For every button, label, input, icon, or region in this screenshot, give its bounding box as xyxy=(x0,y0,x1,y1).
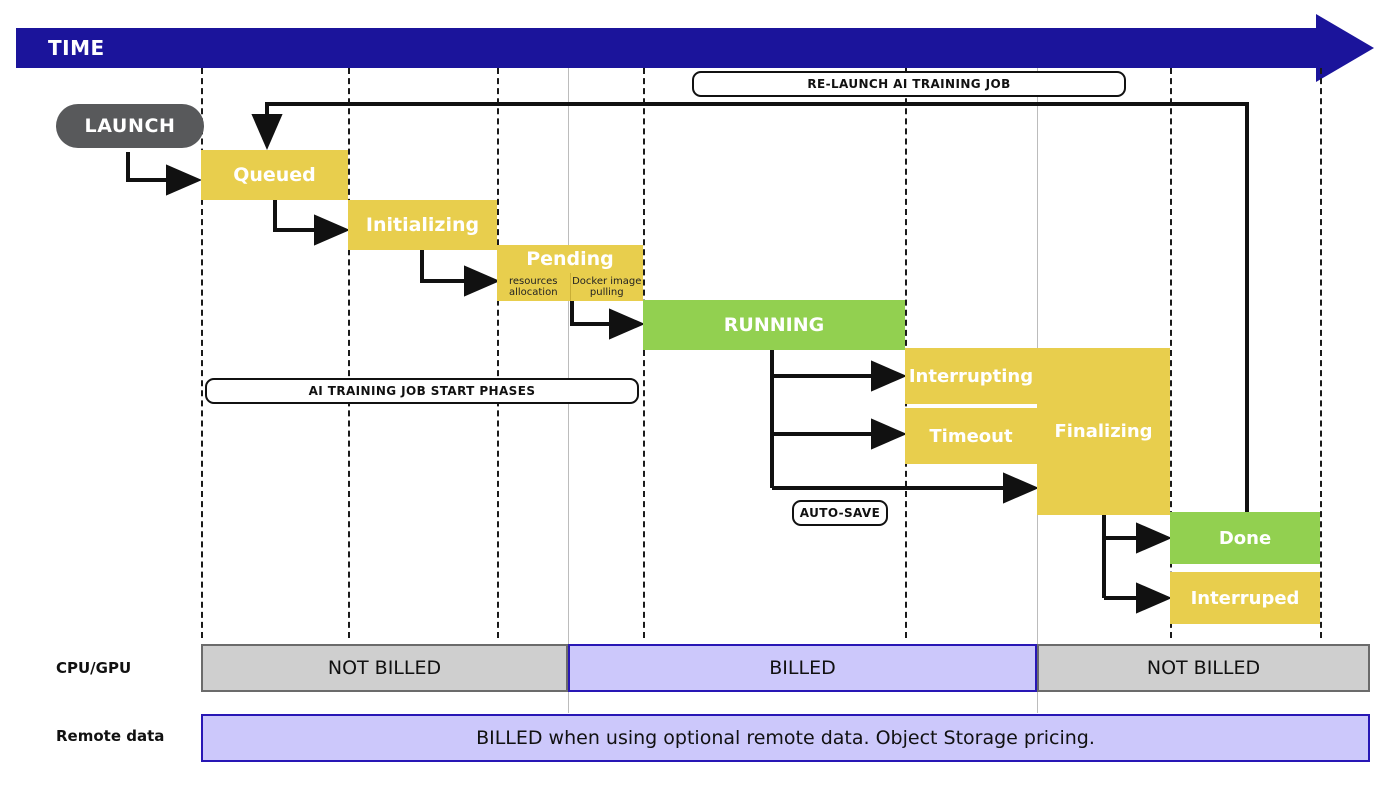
billing-row-label-cpu-gpu: CPU/GPU xyxy=(56,659,132,677)
state-box-finalizing[interactable]: Finalizing xyxy=(1037,348,1170,515)
time-axis-label: TIME xyxy=(48,36,105,60)
time-axis-bar xyxy=(16,28,1316,68)
pending-substep-docker: Docker image pulling xyxy=(570,273,643,301)
billing-row-label-remote-data: Remote data xyxy=(56,727,165,745)
gridline-3 xyxy=(497,68,499,638)
billing-segment-cpu-not-billed-1: NOT BILLED xyxy=(201,644,568,692)
callout-start-phases-label: AI TRAINING JOB START PHASES xyxy=(308,384,536,398)
pending-substeps: resources allocation Docker image pullin… xyxy=(497,273,643,301)
billing-segment-cpu-not-billed-2: NOT BILLED xyxy=(1037,644,1370,692)
billing-segment-text: NOT BILLED xyxy=(327,657,442,679)
state-box-done[interactable]: Done xyxy=(1170,512,1320,564)
billing-segment-remote-billed: BILLED when using optional remote data. … xyxy=(201,714,1370,762)
callout-autosave[interactable]: AUTO-SAVE xyxy=(792,500,888,526)
billing-segment-text: NOT BILLED xyxy=(1146,657,1261,679)
state-box-timeout[interactable]: Timeout xyxy=(905,408,1037,464)
billing-segment-text: BILLED xyxy=(769,657,836,679)
pending-substep-resources: resources allocation xyxy=(497,273,571,301)
gridline-1 xyxy=(201,68,203,638)
time-axis-arrowhead xyxy=(1316,14,1374,82)
billing-segment-cpu-billed: BILLED xyxy=(568,644,1037,692)
state-box-initializing[interactable]: Initializing xyxy=(348,200,497,250)
callout-relaunch-label: RE-LAUNCH AI TRAINING JOB xyxy=(807,77,1011,91)
launch-node[interactable]: LAUNCH xyxy=(56,104,204,148)
state-label-queued: Queued xyxy=(233,164,316,186)
state-box-queued[interactable]: Queued xyxy=(201,150,348,200)
state-label-initializing: Initializing xyxy=(365,214,480,236)
gridline-5 xyxy=(643,68,645,638)
state-label-running: RUNNING xyxy=(723,314,825,336)
callout-start-phases[interactable]: AI TRAINING JOB START PHASES xyxy=(205,378,639,404)
state-box-interrupted[interactable]: Interruped xyxy=(1170,572,1320,624)
state-label-interrupted: Interruped xyxy=(1190,587,1300,609)
callout-autosave-label: AUTO-SAVE xyxy=(799,506,881,520)
state-label-interrupting: Interrupting xyxy=(908,365,1034,387)
state-label-pending: Pending xyxy=(497,245,643,273)
state-box-running[interactable]: RUNNING xyxy=(643,300,905,350)
state-box-interrupting[interactable]: Interrupting xyxy=(905,348,1037,404)
state-box-pending[interactable]: Pending resources allocation Docker imag… xyxy=(497,245,643,301)
gridline-2 xyxy=(348,68,350,638)
callout-relaunch[interactable]: RE-LAUNCH AI TRAINING JOB xyxy=(692,71,1126,97)
billing-segment-text: BILLED when using optional remote data. … xyxy=(476,727,1095,749)
state-label-finalizing: Finalizing xyxy=(1054,421,1153,442)
state-label-done: Done xyxy=(1218,527,1272,549)
state-label-timeout: Timeout xyxy=(929,425,1013,447)
gridline-9 xyxy=(1320,68,1322,638)
launch-label: LAUNCH xyxy=(84,115,176,137)
